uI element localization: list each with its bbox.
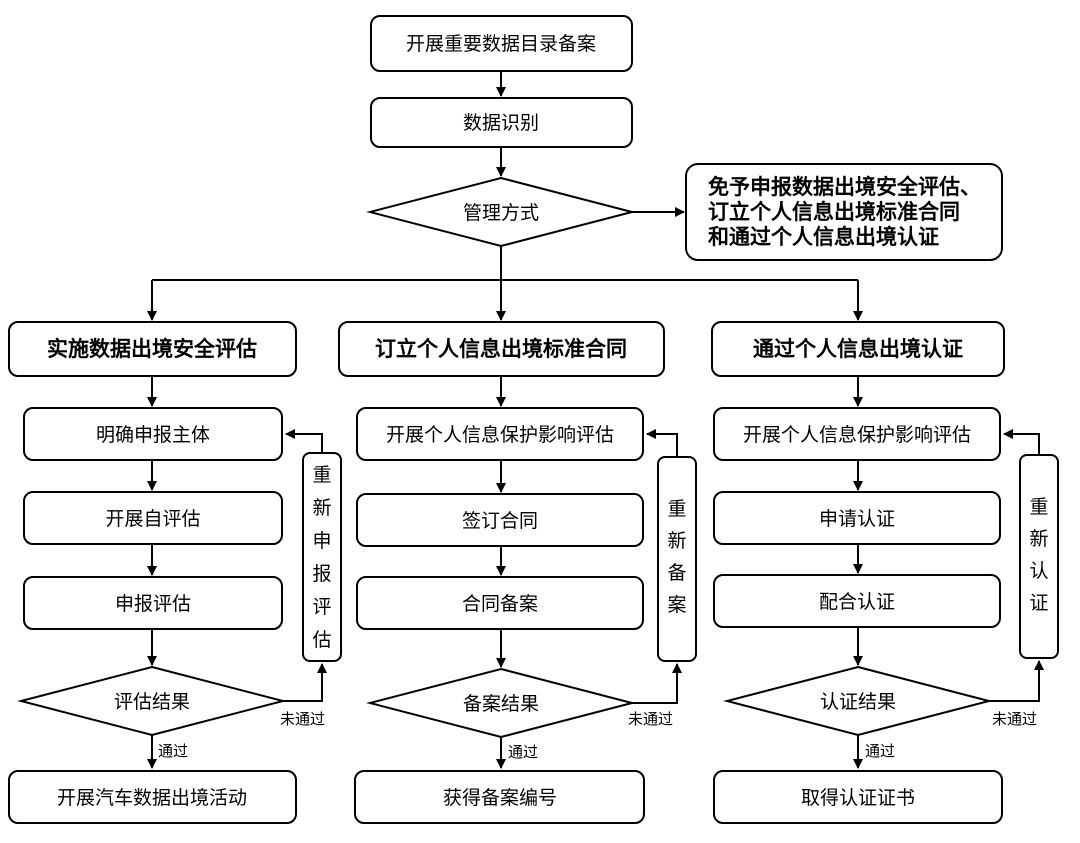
branch-3-pass-label: 通过: [865, 742, 895, 760]
branch-3-fail-arrow: [989, 660, 1044, 702]
branch-2-decision: 备案结果: [366, 667, 636, 739]
branch-1-pass-label: 通过: [158, 742, 188, 760]
branch-3-step-1: 开展个人信息保护影响评估: [713, 407, 1001, 461]
branch-3-step-1-label: 开展个人信息保护影响评估: [743, 424, 971, 446]
branch-3-step-2-label: 申请认证: [819, 508, 895, 530]
branch-3-final: 取得认证证书: [713, 770, 1003, 824]
branch-3-retry-char-3: 认: [1029, 560, 1048, 582]
branch-3-header: 通过个人信息出境认证: [711, 321, 1005, 377]
branch-1-decision-label: 评估结果: [114, 691, 190, 713]
branch-2-step-2: 签订合同: [356, 493, 644, 547]
branch-3-decision-label: 认证结果: [820, 691, 896, 713]
branch-2-decision-label: 备案结果: [463, 693, 539, 715]
decision-management-mode: 管理方式: [366, 176, 636, 248]
branch-2-pass-label: 通过: [508, 743, 538, 761]
branch-1-retry-arrow: [285, 429, 323, 453]
branch-3-final-label: 取得认证证书: [801, 787, 915, 809]
branch-2-step-1-label: 开展个人信息保护影响评估: [386, 424, 614, 446]
branch-1-step-1-label: 明确申报主体: [96, 424, 210, 446]
branch-2-step-2-label: 签订合同: [462, 510, 538, 532]
branch-1-decision: 评估结果: [17, 665, 287, 737]
branch-2-retry: 重 新 备 案: [657, 456, 697, 662]
branch-2: 订立个人信息出境标准合同 开展个人信息保护影响评估 签订合同 合同备案 备案结果…: [338, 321, 697, 824]
branch-2-step-3: 合同备案: [356, 576, 644, 630]
branch-1-retry-char-2: 新: [312, 497, 331, 519]
branch-1-fail-arrow: [283, 663, 327, 702]
branch-1-final-label: 开展汽车数据出境活动: [57, 787, 247, 809]
branch-3-fail-label: 未通过: [992, 710, 1037, 728]
branch-3-retry: 重 新 认 证: [1019, 454, 1059, 659]
node-exempt: 免予申报数据出境安全评估、 订立个人信息出境标准合同 和通过个人信息出境认证: [685, 163, 1003, 261]
branch-2-step-1: 开展个人信息保护影响评估: [356, 407, 644, 461]
branch-1-retry-char-1: 重: [312, 464, 331, 486]
node-filing-label: 开展重要数据目录备案: [406, 33, 596, 55]
branch-3: 通过个人信息出境认证 开展个人信息保护影响评估 申请认证 配合认证 认证结果 未…: [711, 321, 1059, 824]
branch-1-step-2: 开展自评估: [23, 491, 283, 545]
branch-1-retry-char-5: 评: [312, 596, 331, 618]
node-exempt-line-2: 订立个人信息出境标准合同: [708, 200, 960, 224]
branch-2-retry-arrow: [646, 429, 678, 457]
branch-2-header: 订立个人信息出境标准合同: [338, 321, 665, 377]
branch-3-retry-char-1: 重: [1029, 496, 1048, 518]
branch-2-retry-char-3: 备: [667, 562, 686, 584]
node-filing: 开展重要数据目录备案: [370, 15, 633, 72]
branch-1-step-3-label: 申报评估: [115, 593, 191, 615]
branch-2-step-3-label: 合同备案: [462, 593, 538, 615]
branch-3-retry-arrow: [1003, 429, 1040, 455]
branch-1: 实施数据出境安全评估 明确申报主体 开展自评估 申报评估 评估结果 未通过 重 …: [8, 321, 342, 824]
branch-2-final: 获得备案编号: [354, 770, 645, 824]
branch-3-step-3-label: 配合认证: [819, 591, 895, 613]
branch-1-final: 开展汽车数据出境活动: [8, 770, 297, 824]
branch-1-fail-label: 未通过: [280, 710, 325, 728]
branch-3-step-3: 配合认证: [713, 574, 1001, 628]
branch-2-fail-label: 未通过: [628, 710, 673, 728]
branch-1-retry-char-4: 报: [312, 563, 331, 585]
branch-1-step-3: 申报评估: [23, 576, 283, 630]
branch-3-step-2: 申请认证: [713, 491, 1001, 545]
branch-2-retry-char-1: 重: [667, 498, 686, 520]
branch-2-retry-char-4: 案: [667, 594, 686, 616]
branch-3-retry-char-4: 证: [1029, 592, 1048, 614]
branch-2-fail-arrow: [632, 663, 682, 704]
branch-2-header-label: 订立个人信息出境标准合同: [375, 337, 627, 361]
branch-1-header-label: 实施数据出境安全评估: [47, 337, 257, 361]
node-exempt-line-1: 免予申报数据出境安全评估、: [708, 175, 981, 199]
branch-1-step-2-label: 开展自评估: [105, 508, 200, 530]
branch-2-final-label: 获得备案编号: [443, 787, 557, 809]
node-identify: 数据识别: [370, 97, 633, 148]
decision-management-mode-label: 管理方式: [463, 202, 539, 224]
branch-1-retry-char-6: 估: [312, 629, 331, 651]
node-exempt-line-3: 和通过个人信息出境认证: [708, 225, 939, 249]
node-identify-label: 数据识别: [463, 112, 539, 134]
branch-1-retry: 重 新 申 报 评 估: [302, 452, 342, 662]
branch-1-retry-char-3: 申: [312, 530, 331, 552]
branch-2-retry-char-2: 新: [667, 530, 686, 552]
branch-3-retry-char-2: 新: [1029, 528, 1048, 550]
branch-3-decision: 认证结果: [723, 665, 993, 737]
branch-1-step-1: 明确申报主体: [23, 407, 283, 461]
branch-3-header-label: 通过个人信息出境认证: [753, 337, 963, 361]
branch-1-header: 实施数据出境安全评估: [8, 321, 297, 377]
